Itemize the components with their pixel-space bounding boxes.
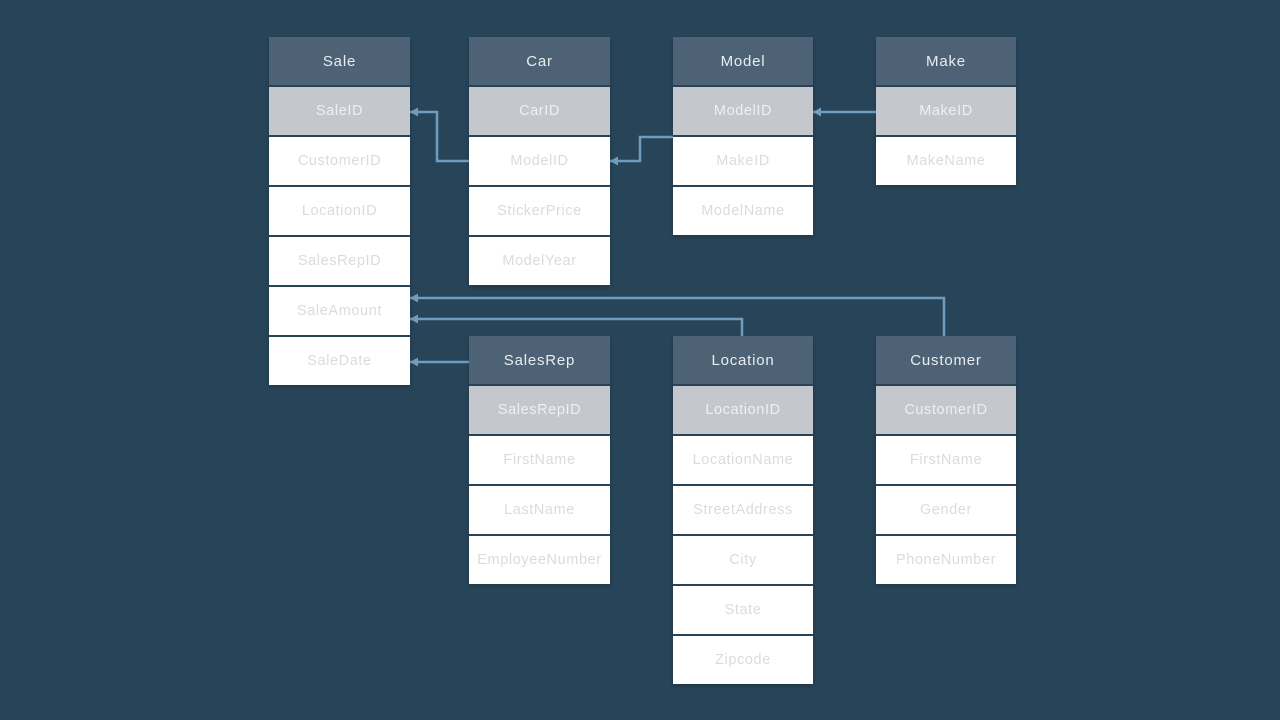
field-row: ModelYear: [469, 237, 610, 285]
table-header-location: Location: [673, 336, 813, 384]
field-row: StreetAddress: [673, 486, 813, 534]
connector-arrowhead: [410, 293, 418, 303]
field-row: CustomerID: [269, 137, 410, 185]
primary-key-row: ModelID: [673, 87, 813, 135]
field-row: ModelName: [673, 187, 813, 235]
table-header-customer: Customer: [876, 336, 1016, 384]
field-row: Zipcode: [673, 636, 813, 684]
field-row: EmployeeNumber: [469, 536, 610, 584]
field-row: StickerPrice: [469, 187, 610, 235]
field-row: PhoneNumber: [876, 536, 1016, 584]
field-row: FirstName: [469, 436, 610, 484]
field-row: MakeID: [673, 137, 813, 185]
connector-arrowhead: [410, 357, 418, 367]
field-row: City: [673, 536, 813, 584]
connector-sale-to-location: [410, 317, 744, 337]
field-row: SaleAmount: [269, 287, 410, 335]
field-row: FirstName: [876, 436, 1016, 484]
connector-sale-saleid-to-car-modelid: [410, 110, 469, 163]
field-row: LastName: [469, 486, 610, 534]
field-row: SalesRepID: [269, 237, 410, 285]
primary-key-row: SaleID: [269, 87, 410, 135]
field-row: ModelID: [469, 137, 610, 185]
connector-car-modelid-to-model: [610, 135, 673, 163]
connector-sale-to-customer: [410, 296, 946, 337]
table-header-salesrep: SalesRep: [469, 336, 610, 384]
table-header-sale: Sale: [269, 37, 410, 85]
field-row: MakeName: [876, 137, 1016, 185]
primary-key-row: LocationID: [673, 386, 813, 434]
connector-arrowhead: [610, 156, 618, 166]
field-row: Gender: [876, 486, 1016, 534]
connector-arrowhead: [813, 107, 821, 117]
connector-arrowhead: [410, 107, 418, 117]
primary-key-row: MakeID: [876, 87, 1016, 135]
connector-arrowhead: [410, 314, 418, 324]
primary-key-row: SalesRepID: [469, 386, 610, 434]
field-row: LocationName: [673, 436, 813, 484]
primary-key-row: CarID: [469, 87, 610, 135]
field-row: SaleDate: [269, 337, 410, 385]
table-header-car: Car: [469, 37, 610, 85]
primary-key-row: CustomerID: [876, 386, 1016, 434]
table-header-model: Model: [673, 37, 813, 85]
table-header-make: Make: [876, 37, 1016, 85]
field-row: State: [673, 586, 813, 634]
field-row: LocationID: [269, 187, 410, 235]
